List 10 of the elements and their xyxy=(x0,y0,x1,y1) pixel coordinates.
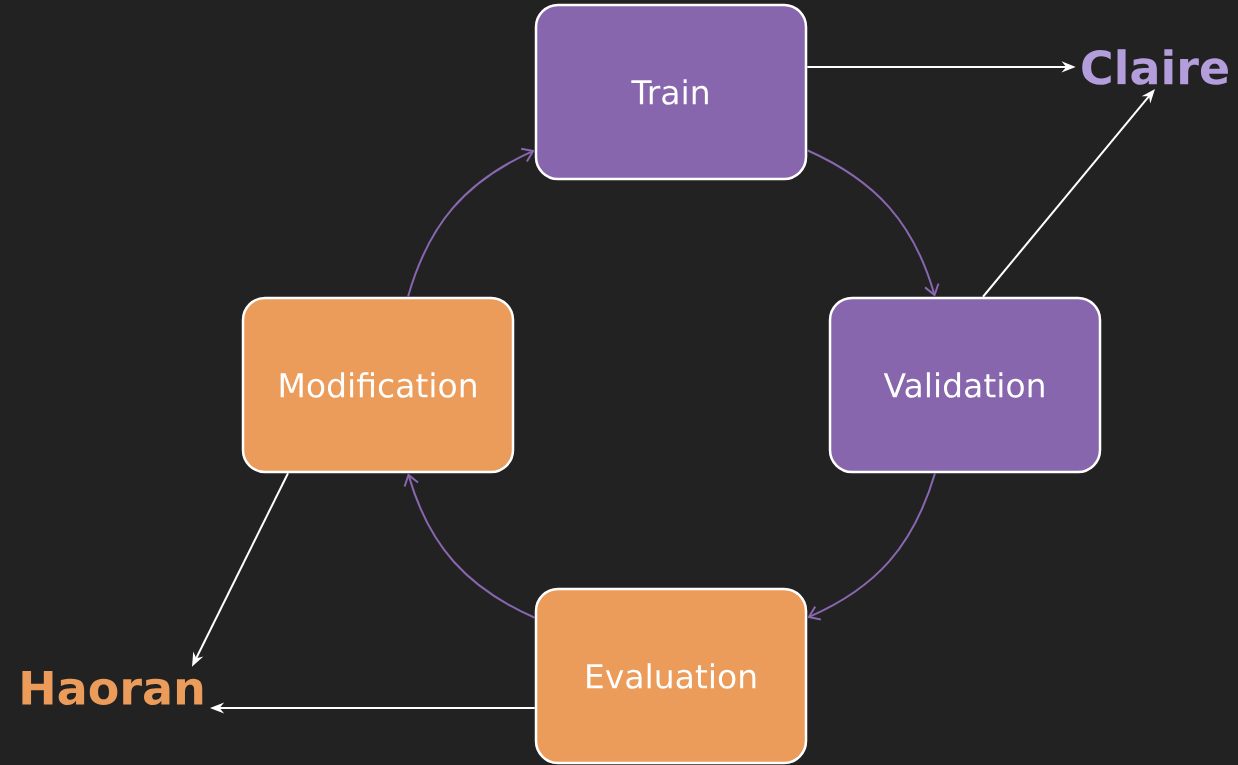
process-box: Modification xyxy=(241,296,515,474)
person-name: Haoran xyxy=(22,670,203,706)
arrow xyxy=(807,472,936,621)
arrow xyxy=(407,147,535,298)
process-box: Validation xyxy=(828,296,1102,474)
process-box: Train xyxy=(534,3,808,181)
process-box: Evaluation xyxy=(534,587,808,765)
person-name: Claire xyxy=(1082,49,1228,85)
arrow xyxy=(806,149,940,297)
arrow xyxy=(403,473,536,619)
